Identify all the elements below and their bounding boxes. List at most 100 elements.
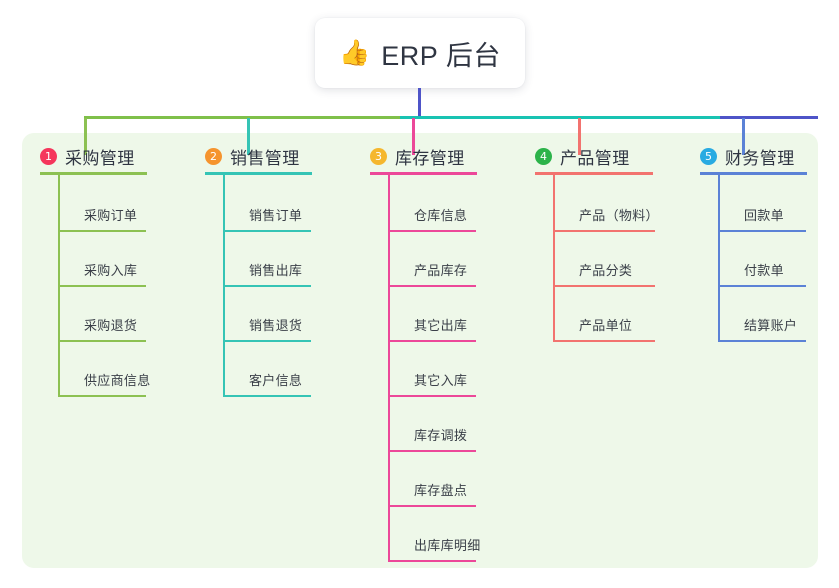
branch-leaf-item[interactable]: 库存调拨 — [388, 420, 476, 452]
branch-leaf-label: 销售退货 — [249, 318, 303, 333]
branch-leaf-item[interactable]: 结算账户 — [718, 310, 806, 342]
branch-leaf-item[interactable]: 回款单 — [718, 200, 806, 232]
branch-leaf-rule — [58, 395, 146, 397]
thumbs-up-icon: 👍 — [339, 38, 371, 67]
root-node-content: 👍 ERP 后台 — [339, 34, 501, 73]
branch-leaf-label: 产品库存 — [414, 263, 468, 278]
branch-spine — [553, 172, 555, 342]
branch-title-label: 产品管理 — [560, 149, 630, 168]
root-node-label: ERP 后台 — [381, 40, 501, 71]
branch-header-rule — [205, 172, 312, 175]
branch-leaf-rule — [223, 285, 311, 287]
bus-segment-green — [84, 116, 400, 119]
branch-number-badge: 1 — [40, 148, 57, 165]
branch-leaf-rule — [388, 285, 476, 287]
branch-drop-1 — [84, 118, 87, 155]
branch-header-3[interactable]: 3 库存管理 — [370, 144, 465, 169]
branch-leaf-rule — [58, 340, 146, 342]
branch-leaf-item[interactable]: 采购退货 — [58, 310, 146, 342]
root-stem-connector — [418, 88, 421, 118]
branch-leaf-item[interactable]: 销售出库 — [223, 255, 311, 287]
branch-leaf-item[interactable]: 采购订单 — [58, 200, 146, 232]
branch-column-1: 1 采购管理采购订单采购入库采购退货供应商信息 — [40, 133, 190, 568]
branch-drop-4 — [578, 118, 581, 155]
branch-leaf-rule — [718, 285, 806, 287]
branch-drop-2 — [247, 118, 250, 155]
branch-header-4[interactable]: 4 产品管理 — [535, 144, 630, 169]
branch-leaf-item[interactable]: 产品（物料） — [553, 200, 659, 232]
branch-leaf-label: 销售出库 — [249, 263, 303, 278]
branch-leaf-rule — [223, 230, 311, 232]
branch-number-badge: 4 — [535, 148, 552, 165]
branch-number-badge: 2 — [205, 148, 222, 165]
branch-title-label: 库存管理 — [395, 149, 465, 168]
branch-column-4: 4 产品管理产品（物料） 产品分类产品单位 — [535, 133, 695, 568]
bus-segment-teal — [398, 116, 720, 119]
branch-spine — [388, 172, 390, 562]
branch-leaf-label: 产品（物料） — [579, 208, 659, 223]
branch-leaf-item[interactable]: 销售退货 — [223, 310, 311, 342]
branch-leaf-item[interactable]: 客户信息 — [223, 365, 311, 397]
branch-leaf-rule — [58, 285, 146, 287]
branch-header-2[interactable]: 2 销售管理 — [205, 144, 300, 169]
branch-leaf-rule — [388, 340, 476, 342]
branch-title-label: 销售管理 — [230, 149, 300, 168]
branch-leaf-rule — [553, 285, 655, 287]
branch-header-rule — [40, 172, 147, 175]
branch-spine — [58, 172, 60, 397]
branch-leaf-item[interactable]: 供应商信息 — [58, 365, 150, 397]
branch-leaf-label: 采购订单 — [84, 208, 138, 223]
branch-leaf-item[interactable]: 仓库信息 — [388, 200, 476, 232]
branch-drop-5 — [742, 118, 745, 155]
branch-leaf-item[interactable]: 销售订单 — [223, 200, 311, 232]
branch-leaf-label: 仓库信息 — [414, 208, 468, 223]
root-node[interactable]: 👍 ERP 后台 — [315, 18, 525, 88]
branch-drop-3 — [412, 118, 415, 155]
branch-column-3: 3 库存管理仓库信息产品库存其它出库其它入库库存调拨库存盘点出库库明细 — [370, 133, 520, 568]
branch-leaf-rule — [553, 340, 655, 342]
branch-leaf-item[interactable]: 产品分类 — [553, 255, 655, 287]
branch-leaf-rule — [388, 395, 476, 397]
branch-leaf-item[interactable]: 采购入库 — [58, 255, 146, 287]
branch-leaf-rule — [58, 230, 146, 232]
branch-leaf-item[interactable]: 出库库明细 — [388, 530, 480, 562]
branch-leaf-label: 其它入库 — [414, 373, 468, 388]
branch-leaf-item[interactable]: 产品单位 — [553, 310, 655, 342]
branch-leaf-item[interactable]: 库存盘点 — [388, 475, 476, 507]
branch-header-rule — [535, 172, 653, 175]
branch-leaf-label: 销售订单 — [249, 208, 303, 223]
branch-leaf-rule — [388, 505, 476, 507]
branch-number-badge: 5 — [700, 148, 717, 165]
branch-leaf-item[interactable]: 付款单 — [718, 255, 806, 287]
branch-header-1[interactable]: 1 采购管理 — [40, 144, 135, 169]
branch-leaf-label: 付款单 — [744, 263, 784, 278]
branch-leaf-label: 产品分类 — [579, 263, 633, 278]
branch-leaf-rule — [718, 340, 806, 342]
branch-leaf-item[interactable]: 产品库存 — [388, 255, 476, 287]
branch-spine — [223, 172, 225, 397]
branch-leaf-label: 采购入库 — [84, 263, 138, 278]
branch-column-2: 2 销售管理销售订单销售出库销售退货客户信息 — [205, 133, 355, 568]
branch-leaf-item[interactable]: 其它入库 — [388, 365, 476, 397]
branch-leaf-rule — [223, 340, 311, 342]
branch-leaf-rule — [223, 395, 311, 397]
branch-title-label: 采购管理 — [65, 149, 135, 168]
branch-leaf-label: 出库库明细 — [414, 538, 481, 553]
branches-panel — [22, 133, 818, 568]
branch-header-rule — [700, 172, 807, 175]
branch-leaf-item[interactable]: 其它出库 — [388, 310, 476, 342]
branch-leaf-label: 结算账户 — [744, 318, 798, 333]
branch-spine — [718, 172, 720, 342]
branch-leaf-label: 其它出库 — [414, 318, 468, 333]
branch-leaf-rule — [388, 560, 476, 562]
branch-leaf-label: 回款单 — [744, 208, 784, 223]
branch-leaf-rule — [718, 230, 806, 232]
branch-leaf-rule — [388, 450, 476, 452]
branch-leaf-label: 采购退货 — [84, 318, 138, 333]
branch-number-badge: 3 — [370, 148, 387, 165]
branch-leaf-rule — [388, 230, 476, 232]
branch-leaf-label: 库存盘点 — [414, 483, 468, 498]
branch-header-rule — [370, 172, 477, 175]
